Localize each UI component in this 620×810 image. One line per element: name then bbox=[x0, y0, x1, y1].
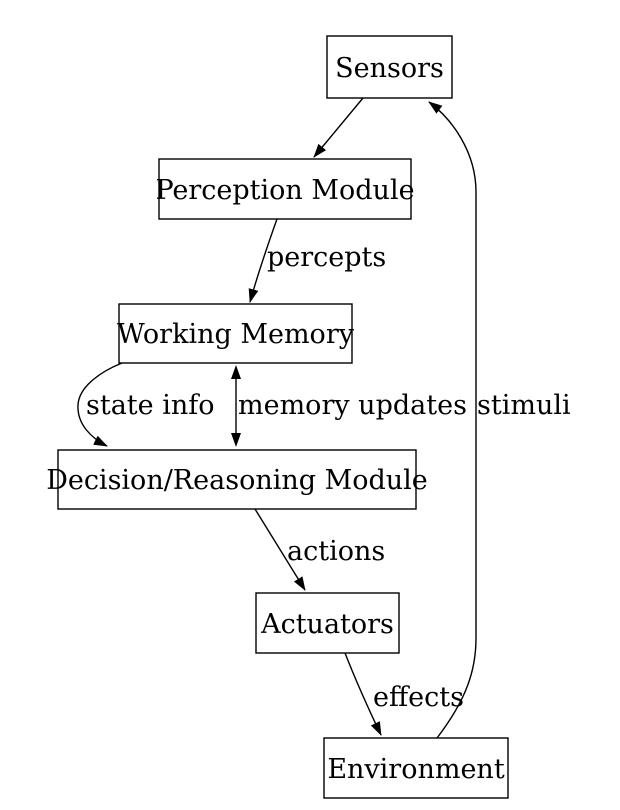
node-decision-reasoning-module: Decision/Reasoning Module bbox=[46, 449, 428, 510]
edge-label-state-info: state info bbox=[86, 390, 215, 421]
node-environment: Environment bbox=[323, 737, 509, 799]
working-memory-box bbox=[118, 303, 353, 364]
actuators-box bbox=[255, 592, 400, 654]
environment-label: Environment bbox=[327, 754, 505, 785]
edge-label-percepts: percepts bbox=[267, 242, 386, 273]
edge-working-memory-to-decision-state-info bbox=[77, 362, 123, 447]
decision-reasoning-module-label: Decision/Reasoning Module bbox=[46, 465, 428, 496]
edge-label-actions: actions bbox=[287, 536, 385, 567]
arrowhead-down-icon bbox=[231, 433, 241, 447]
edge-sensors-to-perception bbox=[313, 97, 364, 158]
decision-reasoning-module-box bbox=[57, 449, 417, 510]
edge-actuators-to-environment bbox=[344, 652, 382, 736]
perception-module-box bbox=[158, 158, 412, 220]
actuators-label: Actuators bbox=[260, 609, 394, 640]
sensors-label: Sensors bbox=[335, 53, 444, 84]
edge-decision-to-actuators bbox=[254, 508, 306, 591]
node-working-memory: Working Memory bbox=[117, 303, 355, 364]
working-memory-label: Working Memory bbox=[117, 319, 355, 350]
edge-environment-to-sensors bbox=[428, 101, 477, 739]
node-sensors: Sensors bbox=[326, 35, 453, 99]
perception-module-label: Perception Module bbox=[155, 175, 414, 206]
edge-label-memory-updates: memory updates bbox=[238, 390, 467, 421]
environment-box bbox=[323, 737, 509, 799]
arrowhead-up-icon bbox=[231, 365, 241, 379]
sensors-box bbox=[326, 35, 453, 99]
node-actuators: Actuators bbox=[255, 592, 400, 654]
edge-label-effects: effects bbox=[373, 682, 464, 713]
edge-label-stimuli: stimuli bbox=[477, 390, 571, 421]
node-perception-module: Perception Module bbox=[155, 158, 415, 220]
edge-perception-to-working-memory bbox=[248, 218, 278, 303]
